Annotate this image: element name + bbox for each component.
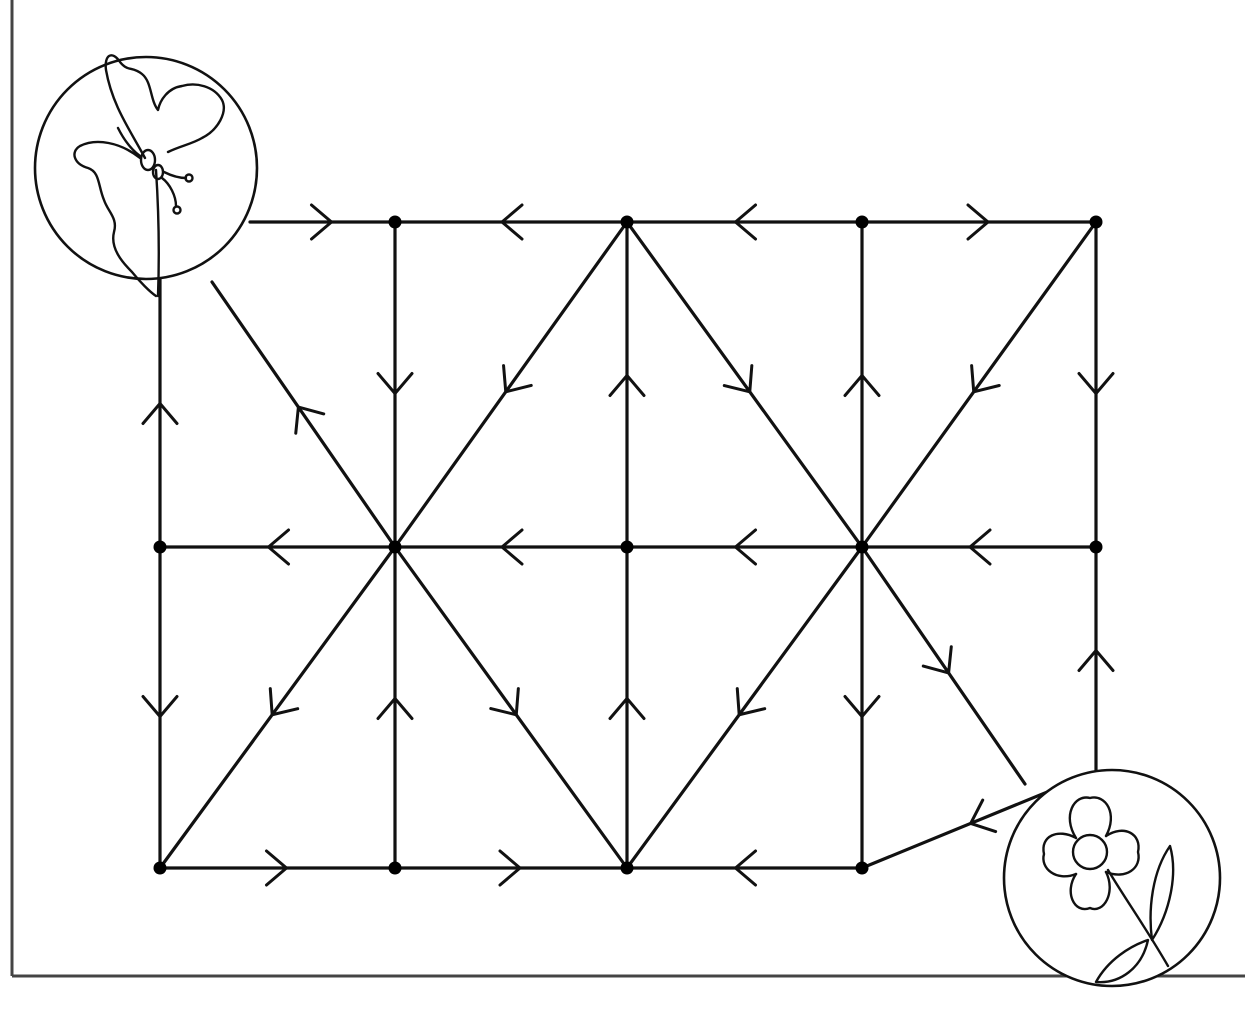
edge-I-to-H[interactable] xyxy=(627,530,862,564)
edge-G-to-K[interactable] xyxy=(160,547,395,868)
node-E[interactable] xyxy=(1090,216,1103,229)
edge-H-to-G[interactable] xyxy=(395,530,627,564)
edge-line xyxy=(160,547,395,868)
edge-E-to-J[interactable] xyxy=(1079,222,1113,547)
edge-D-to-C[interactable] xyxy=(627,205,862,239)
edge-G-to-M[interactable] xyxy=(395,547,627,868)
edge-I-to-D[interactable] xyxy=(845,222,879,547)
edge-G-to-butterfly[interactable] xyxy=(212,282,395,547)
node-G[interactable] xyxy=(389,541,402,554)
edge-C-to-I[interactable] xyxy=(627,222,862,547)
edge-F-to-K[interactable] xyxy=(143,547,177,868)
node-D[interactable] xyxy=(856,216,869,229)
node-B[interactable] xyxy=(389,216,402,229)
node-H[interactable] xyxy=(621,541,634,554)
flower-picture[interactable] xyxy=(1004,770,1220,986)
edge-C-to-G[interactable] xyxy=(395,222,627,547)
edge-K-to-L[interactable] xyxy=(160,851,395,885)
edge-line xyxy=(627,222,862,547)
edge-E-to-I[interactable] xyxy=(862,222,1096,547)
butterfly-circle xyxy=(35,57,257,279)
butterfly-picture[interactable] xyxy=(35,55,257,296)
edge-M-to-H[interactable] xyxy=(610,547,644,868)
edge-line xyxy=(862,547,1025,784)
node-F[interactable] xyxy=(154,541,167,554)
edge-L-to-G[interactable] xyxy=(378,547,412,868)
edge-F-to-butterfly[interactable] xyxy=(143,278,177,547)
node-M[interactable] xyxy=(621,862,634,875)
edge-C-to-B[interactable] xyxy=(395,205,627,239)
edge-line xyxy=(627,547,862,868)
edge-I-to-N[interactable] xyxy=(845,547,879,868)
edge-line xyxy=(395,547,627,868)
edge-I-to-M[interactable] xyxy=(627,547,862,868)
edge-G-to-F[interactable] xyxy=(160,530,395,564)
edge-B-to-G[interactable] xyxy=(378,222,412,547)
node-N[interactable] xyxy=(856,862,869,875)
node-C[interactable] xyxy=(621,216,634,229)
node-J[interactable] xyxy=(1090,541,1103,554)
node-K[interactable] xyxy=(154,862,167,875)
edge-line xyxy=(212,282,395,547)
edge-D-to-E[interactable] xyxy=(862,205,1096,239)
edge-I-to-flower[interactable] xyxy=(862,547,1025,784)
edge-butterfly-to-B[interactable] xyxy=(250,205,395,239)
node-L[interactable] xyxy=(389,862,402,875)
edge-J-to-I[interactable] xyxy=(862,530,1096,564)
edge-H-to-C[interactable] xyxy=(610,222,644,547)
edge-L-to-M[interactable] xyxy=(395,851,627,885)
edge-line xyxy=(862,222,1096,547)
edge-flower-to-J[interactable] xyxy=(1079,547,1113,772)
edge-line xyxy=(395,222,627,547)
edge-N-to-M[interactable] xyxy=(627,851,862,885)
node-I[interactable] xyxy=(856,541,869,554)
